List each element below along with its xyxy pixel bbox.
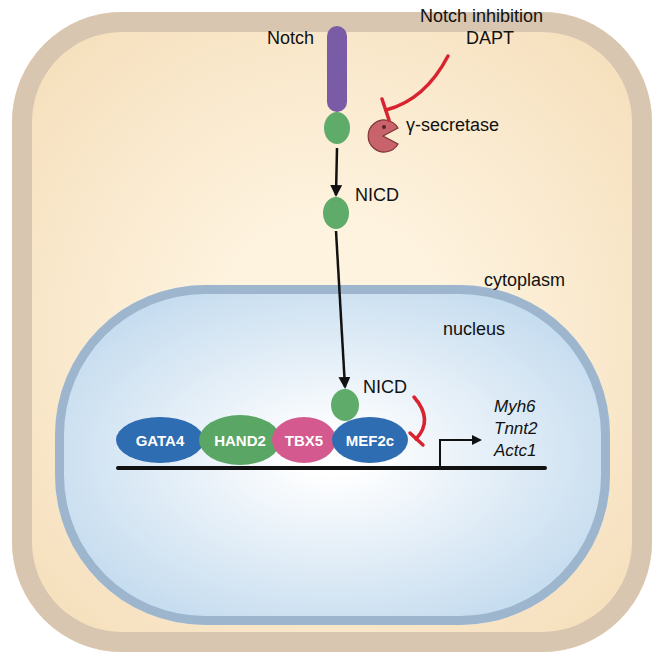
gene-label: Myh6 <box>494 397 536 417</box>
inhibition-line <box>414 397 425 439</box>
region-label: NICD <box>363 377 407 398</box>
tf-oval: MEF2c <box>332 417 408 463</box>
cell-outline: cytoplasmnucleusNICDGATA4HAND2TBX5MEF2cN… <box>12 12 652 652</box>
tf-label: MEF2c <box>332 417 408 463</box>
region-label: nucleus <box>443 319 505 340</box>
region-label: γ-secretase <box>406 115 499 136</box>
gene-label: Tnnt2 <box>494 419 537 439</box>
receptor-bar <box>327 26 347 112</box>
dna-strand <box>118 466 545 470</box>
region-label: NICD <box>355 185 399 206</box>
tf-label: TBX5 <box>272 417 336 463</box>
tf-oval: TBX5 <box>272 417 336 463</box>
tf-label: HAND2 <box>199 415 281 465</box>
nicd-fragment: NICD <box>331 389 359 421</box>
tf-oval: GATA4 <box>116 417 204 463</box>
tf-oval: HAND2 <box>199 415 281 465</box>
notch-shape <box>322 26 352 146</box>
tf-label: GATA4 <box>116 417 204 463</box>
gamma-secretase: γ-secretase <box>366 119 400 153</box>
pacman-shape <box>366 119 400 153</box>
promoter-arrow <box>440 440 480 466</box>
nicd-fragment: NICD <box>323 197 349 229</box>
inhibition-bar <box>410 433 423 445</box>
enzyme-pacman <box>368 120 398 152</box>
region-label: cytoplasm <box>484 270 565 291</box>
intracellular-domain <box>324 112 350 144</box>
notch-receptor: Notch <box>322 26 352 146</box>
enzyme-eye <box>382 125 386 129</box>
annotation-label: Notch inhibition <box>420 6 543 27</box>
inhibition-bar <box>382 99 389 120</box>
inhibition-line <box>386 56 448 110</box>
region-label: Notch <box>267 28 314 49</box>
gene-label: Actc1 <box>494 441 537 461</box>
drug-label: DAPT <box>466 28 514 49</box>
